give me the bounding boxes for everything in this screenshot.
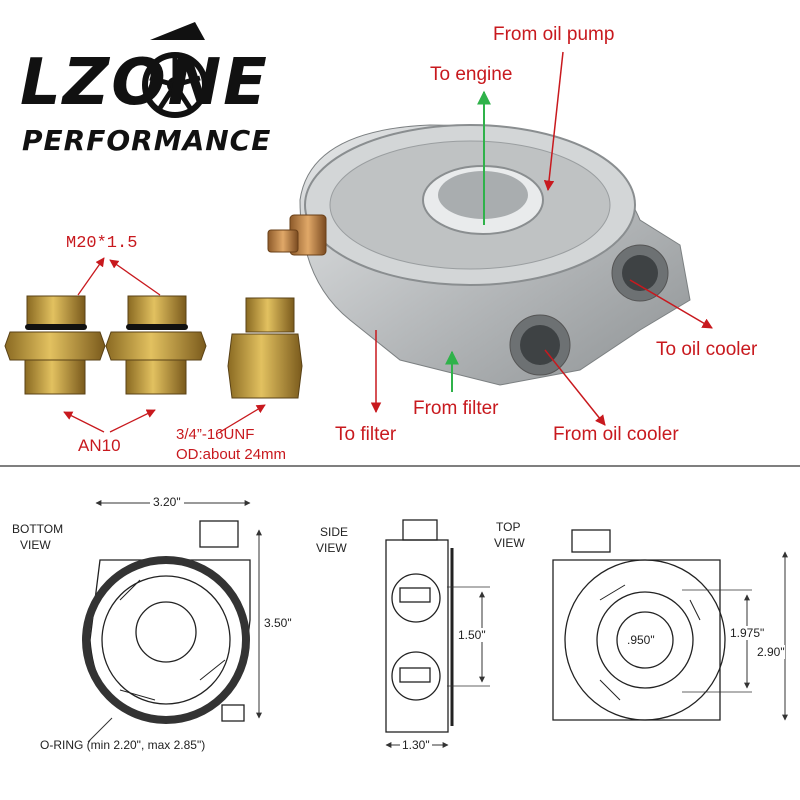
side-view-drawing [385,519,454,733]
label-unf-thread: 3/4”-16UNF [176,426,255,443]
from-oil-pump-arrow [543,51,564,192]
unf-arrow [219,404,266,433]
label-od: OD:about 24mm [176,446,287,463]
oring-callout: O-RING (min 2.20", max 2.85") [40,738,206,752]
label-to-oil-cooler: To oil cooler [656,339,758,360]
oil-filter-adapter-photo [267,124,691,386]
dim-port-spacing: 1.50" [458,628,486,642]
dim-center-bore: .950" [627,633,655,647]
m20-arrow-right [109,259,161,296]
oring-leader [87,717,113,743]
side-view-title-1: SIDE [320,525,349,539]
side-view-title-2: VIEW [316,541,347,555]
to-oil-cooler-arrow [629,279,713,329]
an10-fitting-left [4,295,106,395]
from-oil-cooler-arrow [544,349,606,426]
label-thread-m20: M20*1.5 [66,234,138,253]
top-view-drawing [552,529,726,721]
brand-tagline: PERFORMANCE [22,124,272,157]
m20-arrow-left [77,257,105,296]
dim-width: 3.20" [150,495,184,509]
unf-plug-fitting [227,297,303,399]
label-to-engine: To engine [430,64,513,85]
label-to-filter: To filter [335,424,397,445]
bottom-view-title-1: BOTTOM [12,522,64,536]
top-view-title-1: TOP [496,520,521,534]
dim-side-width: 1.30" [400,738,432,752]
an10-arrow-right [109,409,156,433]
brand-logo-text: LZONE [20,46,269,120]
bottom-view-title-2: VIEW [20,538,51,552]
label-from-oil-cooler: From oil cooler [553,424,679,445]
dim-height: 3.50" [264,616,292,630]
dim-top-span: 1.975" [730,626,765,640]
label-from-filter: From filter [413,398,499,419]
turbo-logo-icon [142,22,208,118]
label-an10: AN10 [78,436,121,455]
an10-arrow-left [63,411,105,433]
label-from-oil-pump: From oil pump [493,24,615,45]
an10-fitting-right [105,295,207,395]
top-view-title-2: VIEW [494,536,525,550]
bottom-view-drawing [82,520,251,724]
dim-top-height: 2.90" [757,645,785,659]
